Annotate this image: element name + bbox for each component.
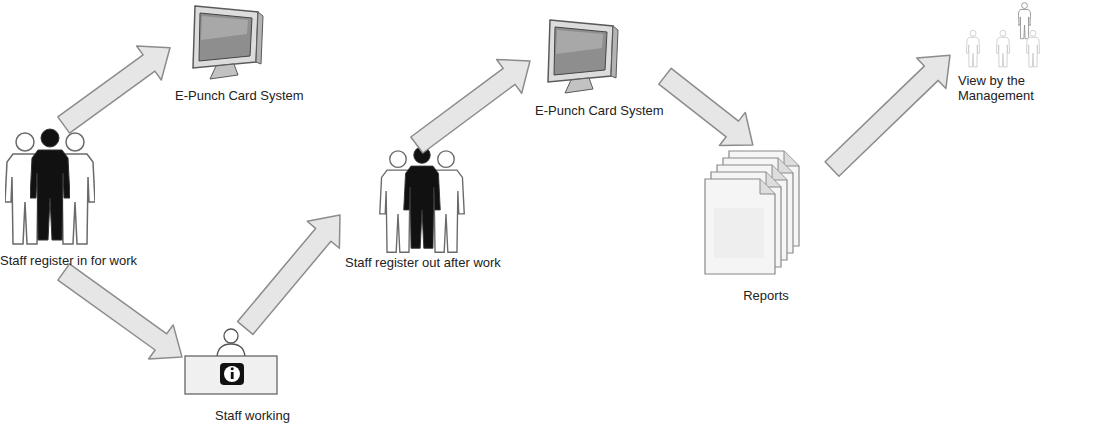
desk [185, 356, 277, 394]
node-label: E-Punch Card System [535, 103, 665, 118]
icon-node: Staff register out after work [340, 145, 532, 272]
flow-arrow [58, 46, 170, 133]
flow-arrow [659, 68, 753, 145]
icon-node: E-Punch Card System [170, 0, 305, 106]
worker-head [224, 329, 238, 343]
flow-arrow [825, 55, 950, 176]
report-page [705, 179, 775, 274]
icon-node: Staff register in for work [0, 125, 182, 272]
report-stack [705, 151, 799, 274]
worker-body [217, 344, 245, 357]
staff-figure [30, 129, 70, 240]
desk-icon [185, 329, 277, 394]
node-label: Staff register in for work [0, 253, 182, 268]
info-circle [224, 366, 240, 382]
management-group [966, 3, 1039, 67]
info-dot [231, 367, 234, 370]
flow-arrow [411, 60, 530, 154]
icon-node: Reports [700, 145, 832, 305]
node-label: View by the Management [958, 73, 1101, 103]
icon-node: View by the Management [950, 0, 1101, 92]
icon-node: E-Punch Card System [530, 15, 665, 117]
staff-group-in [5, 129, 95, 244]
icon-node: Staff working [182, 328, 297, 425]
monitor-icon [548, 20, 618, 93]
node-label: Reports [700, 288, 832, 303]
manager-figure [966, 30, 979, 67]
flow-arrow [58, 264, 182, 359]
node-label: E-Punch Card System [175, 88, 305, 103]
staff-figure [404, 147, 441, 248]
info-badge [220, 363, 244, 385]
node-label: Staff register out after work [345, 255, 532, 270]
monitor-icon [193, 6, 263, 79]
manager-figure [1018, 3, 1031, 39]
manager-figure [996, 30, 1009, 67]
staff-group-out [380, 147, 465, 252]
flow-arrow [238, 215, 340, 335]
info-stem [231, 372, 234, 379]
node-label: Staff working [215, 408, 297, 423]
manager-figure [1026, 30, 1039, 67]
